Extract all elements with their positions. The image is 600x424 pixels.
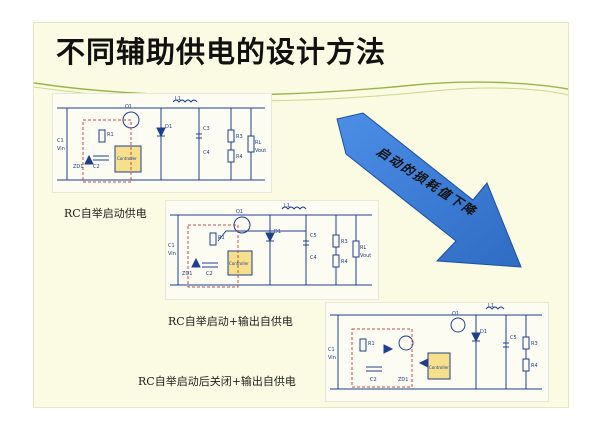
label-r4: R4 (236, 154, 243, 160)
label-vin: Vin (328, 355, 336, 361)
label-zd1: ZD1 (398, 377, 408, 383)
label-zd1: ZD1 (182, 271, 192, 277)
label-l1: L1 (488, 303, 494, 309)
label-c2: C2 (93, 164, 100, 170)
label-d1: D1 (274, 229, 281, 235)
label-d1: D1 (165, 124, 172, 130)
label-vout: Vout (255, 148, 266, 154)
label-c4: C4 (310, 255, 317, 261)
label-r4: R4 (341, 259, 348, 265)
label-c1: C1 (328, 347, 335, 353)
label-q1: Q1 (236, 209, 243, 215)
label-r3: R3 (341, 239, 348, 245)
label-rl: RL (255, 140, 261, 146)
label-c3: C3 (203, 126, 210, 132)
label-c1: C1 (168, 243, 175, 249)
label-zd1: ZD1 (73, 164, 83, 170)
label-q1: Q1 (125, 104, 132, 110)
label-c2: C2 (370, 377, 377, 383)
circuit-diagram-3: Q1 L1 D1 C5 R3 R4 C1 Vin R1 C2 ZD1 Contr… (325, 302, 549, 402)
slide: 不同辅助供电的设计方法 启动的损耗值下降 (33, 22, 569, 408)
label-l1: L1 (175, 96, 181, 102)
circuit-diagram-1: Q1 L1 D1 C3 C4 R3 R4 RL Vout C1 Vin R1 C… (52, 93, 272, 193)
label-vin: Vin (168, 251, 176, 257)
label-q1: Q1 (452, 311, 459, 317)
label-c5: C5 (510, 335, 517, 341)
label-rl: RL (360, 245, 366, 251)
label-r4: R4 (531, 363, 538, 369)
label-controller: Controller (429, 365, 449, 370)
label-vout: Vout (360, 253, 371, 259)
caption-rc-startup: RC自举启动供电 (64, 207, 147, 220)
label-c4: C4 (203, 150, 210, 156)
label-d1: D1 (480, 329, 487, 335)
caption-rc-startup-off-output-supply: RC自举启动后关闭+输出自供电 (138, 375, 296, 388)
label-r1: R1 (107, 132, 114, 138)
downward-arrow (336, 112, 522, 268)
label-c2: C2 (206, 271, 213, 277)
label-vin: Vin (57, 146, 65, 152)
caption-rc-startup-output-supply: RC自举启动+输出自供电 (168, 315, 293, 328)
label-c5: C5 (310, 233, 317, 239)
circuit-diagram-2: Q1 L1 D1 C5 C4 R3 R4 RL Vout C1 Vin R1 C… (165, 200, 379, 300)
label-c1: C1 (57, 138, 64, 144)
label-r1: R1 (218, 235, 225, 241)
label-r1: R1 (368, 341, 375, 347)
label-controller: Controller (229, 261, 249, 266)
label-r3: R3 (236, 134, 243, 140)
label-controller: Controller (117, 156, 137, 161)
label-r3: R3 (531, 341, 538, 347)
page-title: 不同辅助供电的设计方法 (56, 35, 387, 69)
label-l1: L1 (284, 203, 290, 209)
